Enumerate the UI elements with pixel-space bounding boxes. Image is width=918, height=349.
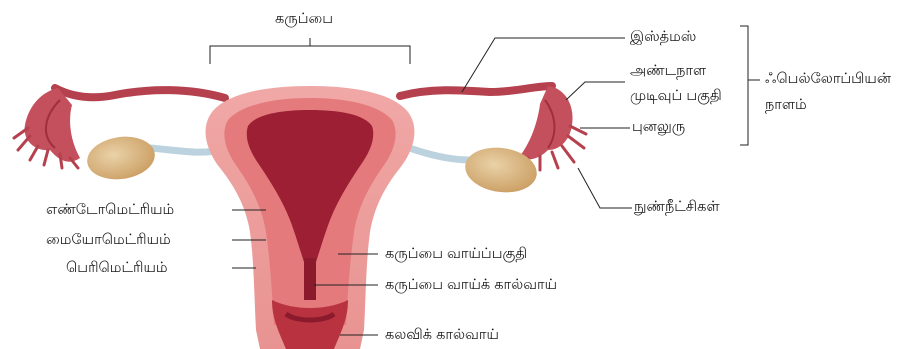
label-perimetrium: பெரிமெட்ரியம் (66, 259, 168, 277)
label-isthmus: இஸ்த்மஸ் (630, 28, 696, 46)
label-fallopian-tube-line2: நாளம் (765, 96, 807, 114)
label-cervical-canal: கருப்பை வாய்க் கால்வாய் (385, 276, 557, 294)
left-ovary (84, 132, 157, 183)
cervical-canal (304, 258, 316, 300)
label-ampulla-line1: அண்டநாள (630, 62, 706, 80)
label-endometrium: எண்டோமெட்ரியம் (46, 201, 174, 219)
label-uterus: கருப்பை (275, 10, 333, 28)
label-fallopian-tube-line1: ஃபெல்லோப்பியன் (765, 70, 891, 88)
label-vagina: கலவிக் கால்வாய் (385, 326, 499, 344)
label-myometrium: மையோமெட்ரியம் (46, 231, 171, 249)
label-infundibulum: புனலுரு (632, 118, 685, 136)
label-ampulla-line2: முடிவுப் பகுதி (630, 87, 722, 105)
label-fimbriae: நுண்நீட்சிகள் (634, 198, 720, 216)
label-cervix: கருப்பை வாய்ப்பகுதி (385, 245, 527, 263)
